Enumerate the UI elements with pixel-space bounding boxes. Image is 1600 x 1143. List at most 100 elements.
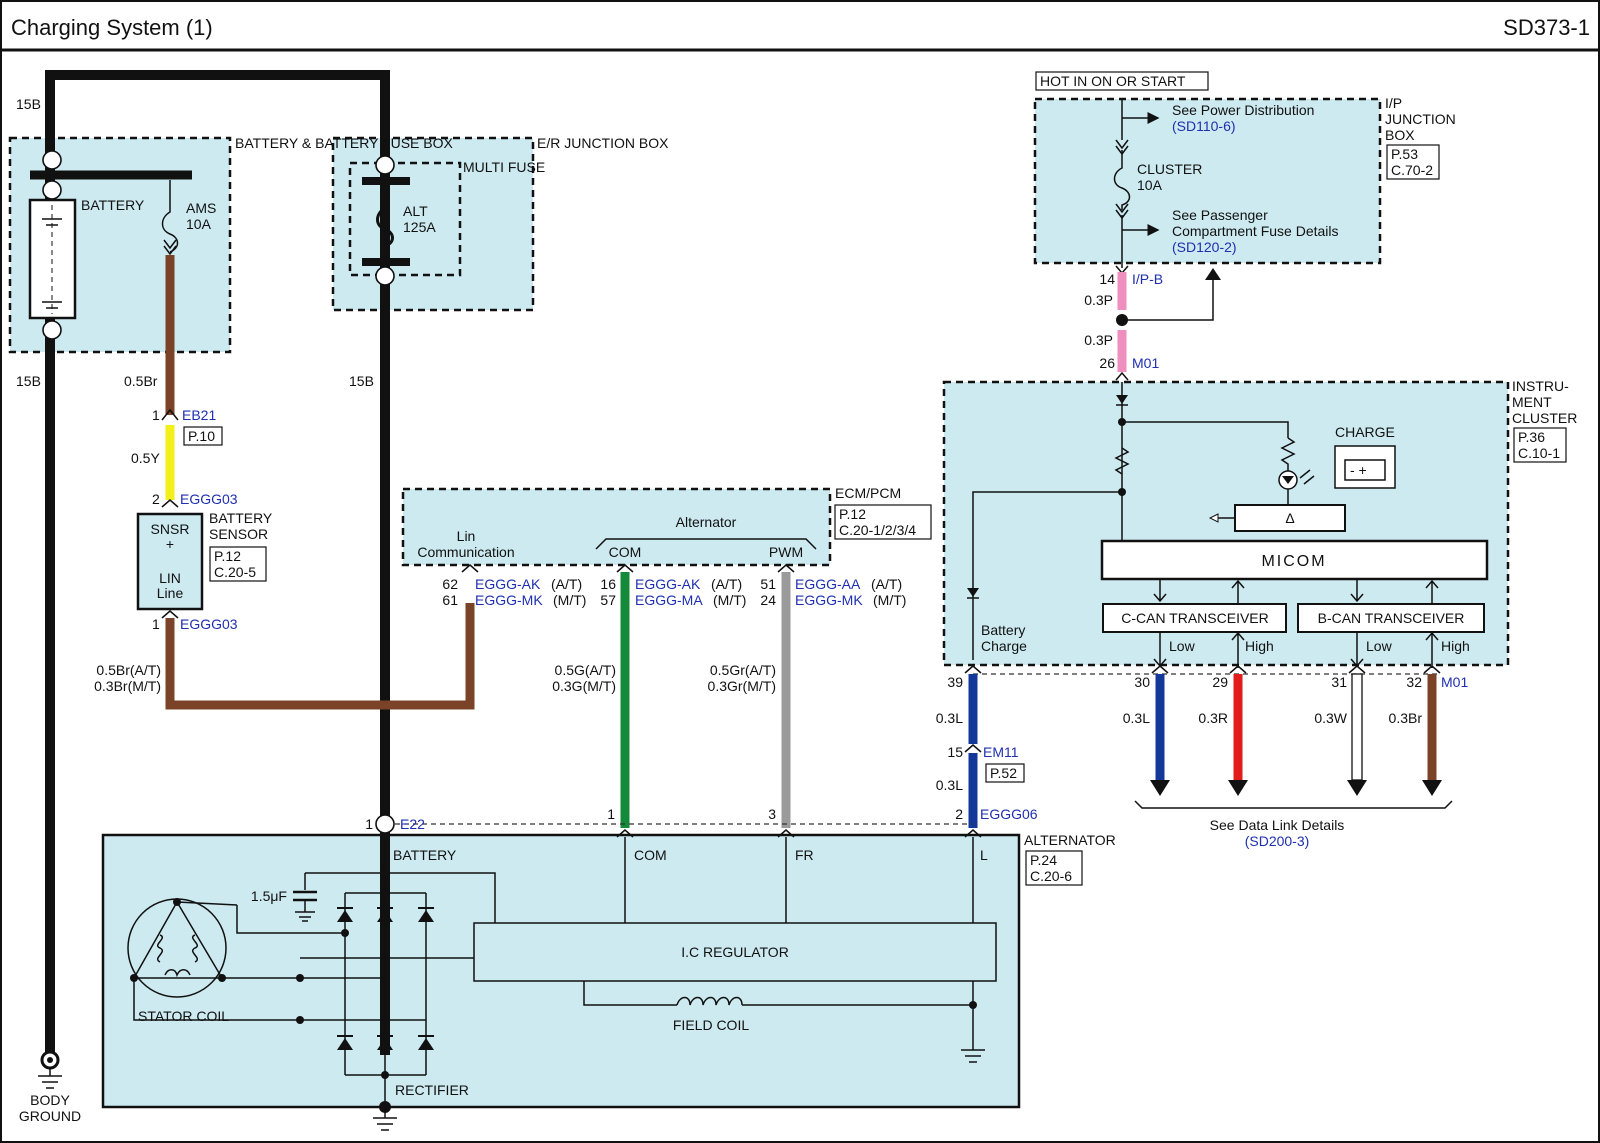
svg-text:39: 39 [947,674,963,690]
wire-0-5y: 0.5Y [131,450,160,466]
ams-fuse-rating: 10A [186,216,212,232]
ip-title-3: BOX [1385,127,1415,143]
svg-text:(A/T): (A/T) [871,576,902,592]
battery-box-title: BATTERY & BATTERY FUSE BOX [235,135,454,151]
battery-sensor [136,512,204,611]
hot-label: HOT IN ON OR START [1040,73,1186,89]
ip-ref1: P.53 [1391,146,1418,162]
see-passenger-1[interactable]: See Passenger [1172,207,1268,223]
er-box-title: E/R JUNCTION BOX [537,135,669,151]
c-can-transceiver [1102,603,1287,633]
capacitor-label: 1.5μF [251,888,287,904]
sensor-plus: + [166,536,174,552]
rectifier-diodes [236,869,474,1079]
see-data-link-ref[interactable]: (SD200-3) [1245,833,1310,849]
svg-text:(M/T): (M/T) [873,592,906,608]
field-coil-label: FIELD COIL [673,1017,749,1033]
svg-text:(M/T): (M/T) [553,592,586,608]
bcan-high: High [1441,638,1470,654]
see-power-ref[interactable]: (SD110-6) [1172,118,1236,134]
cluster-conn-m01: M01 [1441,674,1468,690]
eb21-ref: P.10 [188,428,215,444]
ip-junction-box [1033,97,1382,265]
see-power-distribution[interactable]: See Power Distribution [1172,102,1314,118]
wire-15b-bottom: 15B [16,373,41,389]
svg-text:EGGG-AA: EGGG-AA [795,576,861,592]
alt-fuse-label: ALT [403,203,428,219]
see-data-link[interactable]: See Data Link Details [1210,817,1345,833]
alternator-title: ALTERNATOR [1024,832,1116,848]
battery-charge-label-1: Battery [981,622,1025,638]
alt-fr-label: FR [795,847,814,863]
com-wire-mt: 0.3G(M/T) [552,678,616,694]
alt-fuse-icon [376,185,394,258]
svg-text:0.3L: 0.3L [1123,710,1150,726]
alt-fuse-rating: 125A [403,219,436,235]
ccan-low: Low [1169,638,1196,654]
cluster-fuse-icon [1113,150,1131,210]
ecm-pin-lin: 62 61 EGGG-AK (A/T) EGGG-MK (M/T) [442,576,586,608]
rectifier-label: RECTIFIER [395,1082,469,1098]
multi-fuse-label: MULTI FUSE [463,159,545,175]
battery-label: BATTERY [81,197,145,213]
see-passenger-2[interactable]: Compartment Fuse Details [1172,223,1339,239]
wire-0-5br: 0.5Br [124,373,158,389]
alternator-ref1: P.24 [1030,852,1057,868]
body-ground: BODY GROUND [19,1050,81,1124]
svg-text:Δ: Δ [1285,510,1294,526]
ecm-ref2: C.20-1/2/3/4 [839,522,916,538]
alt-pin-fr: 3 [768,806,776,822]
page-code: SD373-1 [1503,15,1590,40]
cluster-conn-m01-top: M01 [1132,355,1159,371]
eb21-connector: EB21 [182,407,216,423]
svg-text:32: 32 [1406,674,1422,690]
pwm-wire-mt: 0.3Gr(M/T) [708,678,776,694]
ip-title-2: JUNCTION [1385,111,1456,127]
eb21-pin: 1 [152,407,160,423]
em11-ref: P.52 [990,765,1017,781]
battery-charge-label-2: Charge [981,638,1027,654]
em11-connector: EM11 [983,744,1019,760]
cluster-ref1: P.36 [1518,429,1545,445]
sensor-line: Line [157,585,184,601]
sensor-lin: LIN [159,570,181,586]
b-can-label: B-CAN TRANSCEIVER [1318,610,1465,626]
sensor-title-2: SENSOR [209,526,268,542]
alt-pin-1: 1 [365,816,373,832]
ecm-lin-label: Lin [457,528,476,544]
ecm-pwm-label: PWM [769,544,803,560]
lin-wire-mt: 0.3Br(M/T) [94,678,161,694]
ip-ref2: C.70-2 [1391,162,1433,178]
ground-label-2: GROUND [19,1108,81,1124]
alt-conn-eggg06: EGGG06 [980,806,1038,822]
ams-fuse-icon [161,180,179,253]
cluster-title-1: INSTRU- [1512,378,1569,394]
svg-text:EGGG-AK: EGGG-AK [475,576,541,592]
ecm-communication-label: Communication [417,544,514,560]
svg-text:0.3Br: 0.3Br [1389,710,1423,726]
svg-text:61: 61 [442,592,458,608]
svg-text:EGGG-MK: EGGG-MK [795,592,863,608]
svg-text:- +: - + [1350,462,1367,478]
sensor-ref2: C.20-5 [214,564,256,580]
svg-text:30: 30 [1134,674,1150,690]
b-can-transceiver [1297,603,1485,633]
ip-conn-ipb: I/P-B [1132,271,1163,287]
svg-text:16: 16 [600,576,616,592]
svg-text:51: 51 [760,576,776,592]
svg-text:29: 29 [1212,674,1228,690]
svg-text:62: 62 [442,576,458,592]
svg-text:0.3L: 0.3L [936,710,963,726]
ecm-pin-pwm: 51 24 EGGG-AA (A/T) EGGG-MK (M/T) [760,576,906,608]
cluster-fuse-label: CLUSTER [1137,161,1202,177]
ecm-com-label: COM [609,544,642,560]
see-passenger-ref[interactable]: (SD120-2) [1172,239,1237,255]
bcan-low-wire [1351,673,1363,781]
ic-regulator [473,922,997,982]
alternator-ref2: C.20-6 [1030,868,1072,884]
svg-text:(A/T): (A/T) [711,576,742,592]
alt-com-label: COM [634,847,667,863]
c-can-label: C-CAN TRANSCEIVER [1121,610,1269,626]
